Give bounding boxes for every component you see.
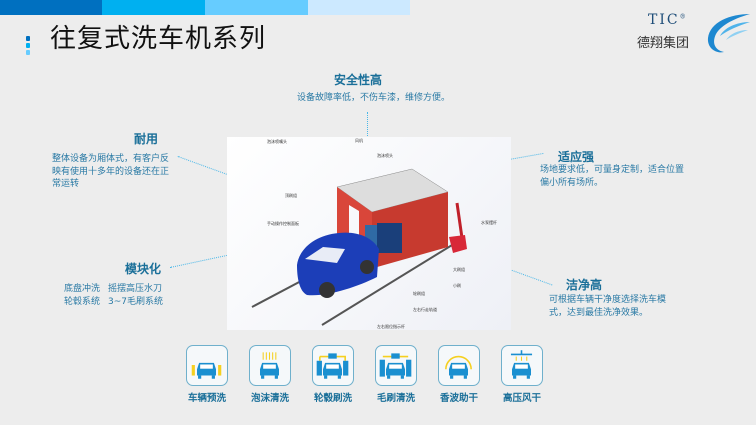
car-wash-diagram: 泡沫喷嘴头 风机 泡沫喷头 顶刷组 手动操作控制面板 水泵摆杆 大刷组 小刷 轮… xyxy=(227,137,511,330)
icon-label: 轮毂刷洗 xyxy=(313,393,352,404)
diagram-label: 左右限位指示杆 xyxy=(377,323,405,329)
diagram-label: 小刷 xyxy=(453,282,461,288)
foam-wash-icon[interactable] xyxy=(249,345,291,386)
feature-title-durable: 耐用 xyxy=(134,132,159,146)
diagram-label: 轮刷组 xyxy=(413,290,425,296)
diagram-label: 左右行走轨道 xyxy=(413,306,437,312)
feature-text-modular-1: 底盘冲洗轮毂系统 xyxy=(63,284,100,307)
icon-label: 毛刷清洗 xyxy=(376,393,415,404)
icon-label: 高压风干 xyxy=(502,393,541,404)
feature-text-adaptable: 场地要求低，可量身定制，适合位置偏小所有场所。 xyxy=(540,165,685,188)
logo-company: 德翔集团 xyxy=(637,36,690,51)
diagram-label: 泡沫喷嘴头 xyxy=(267,138,287,144)
diagram-label: 顶刷组 xyxy=(285,192,297,198)
icon-label: 车辆预洗 xyxy=(187,393,226,404)
header-bar-1 xyxy=(0,0,102,15)
air-dry-icon[interactable] xyxy=(501,345,543,386)
car-prewash-icon[interactable] xyxy=(186,345,228,386)
feature-title-safety: 安全性高 xyxy=(334,73,383,87)
icon-label: 泡沫清洗 xyxy=(250,393,289,404)
brush-wash-icon[interactable] xyxy=(375,345,417,386)
feature-text-safety: 设备故障率低，不伤车漆，维修方便。 xyxy=(297,93,451,103)
feature-title-adaptable: 适应强 xyxy=(558,150,595,164)
feature-title-modular: 模块化 xyxy=(125,262,162,276)
page-title: 往复式洗车机系列 xyxy=(50,24,267,54)
logo-brand: TIC® xyxy=(648,12,688,28)
diagram-label: 泡沫喷头 xyxy=(377,152,393,158)
diagram-label: 大刷组 xyxy=(453,266,465,272)
header-bar-4 xyxy=(308,0,410,15)
connector-line xyxy=(170,254,229,268)
wax-dry-icon[interactable] xyxy=(438,345,480,386)
feature-text-durable: 整体设备为厢体式，有客户反映有使用十多年的设备还在正常运转 xyxy=(52,154,170,189)
diagram-label: 风机 xyxy=(355,137,363,143)
header-bar-2 xyxy=(102,0,205,15)
wheel-brush-icon[interactable] xyxy=(312,345,354,386)
logo-wing-icon xyxy=(707,14,750,53)
diagram-label: 手动操作控制面板 xyxy=(267,220,299,226)
diagram-label: 水泵摆杆 xyxy=(481,219,497,225)
header-bar-3 xyxy=(205,0,308,15)
icon-label: 香波助干 xyxy=(439,393,478,404)
feature-text-clean: 可根据车辆干净度选择洗车模式，达到最佳洗净效果。 xyxy=(549,295,667,318)
feature-title-clean: 洁净高 xyxy=(566,278,603,292)
connector-line xyxy=(367,112,368,150)
